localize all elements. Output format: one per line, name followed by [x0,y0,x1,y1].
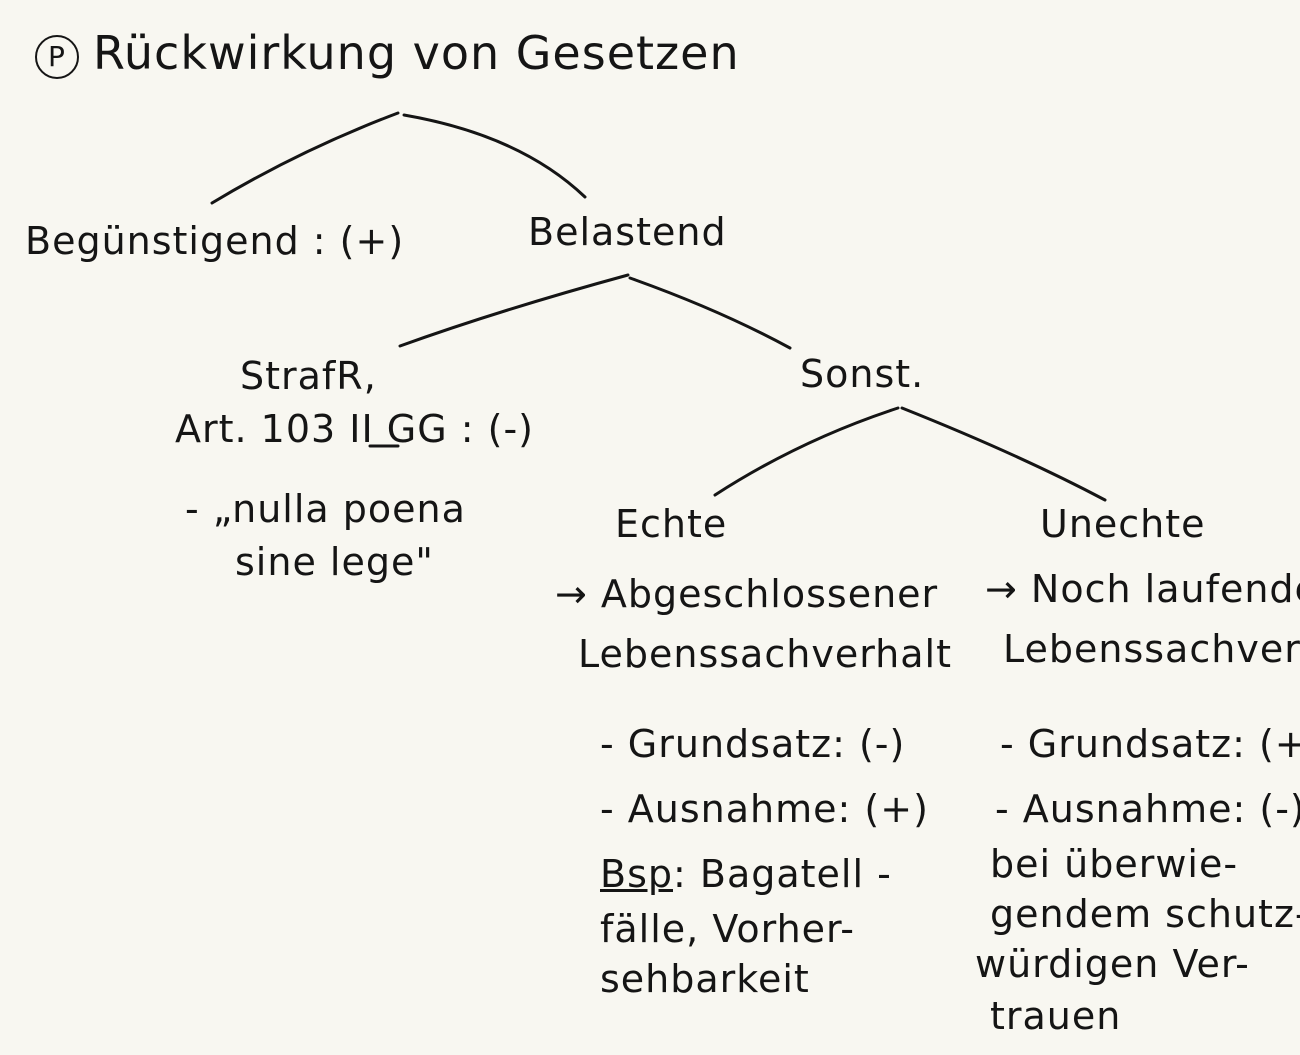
unechte-line-5: trauen [990,994,1122,1038]
edge-belastend-sonst [628,276,792,350]
unechte-line-4: würdigen Ver- [975,942,1250,986]
unechte-desc-1: → Noch laufender [985,567,1300,611]
node-unechte: Unechte [1040,502,1206,546]
edge-belastend-strafr [398,273,630,348]
unechte-line-2: bei überwie- [990,842,1239,886]
unechte-ausnahme: - Ausnahme: (-), [995,787,1300,831]
unechte-grundsatz: - Grundsatz: (+) [1000,722,1300,766]
strafr-note-2: sine lege" [235,540,434,584]
node-strafr: StrafR, [240,354,377,398]
edge-root-belastend [402,113,587,199]
p-circle-icon: P [35,34,79,79]
echte-bsp-3: sehbarkeit [600,957,810,1001]
node-sonst: Sonst. [800,352,925,396]
echte-bsp: Bsp: Bagatell - [600,855,892,893]
echte-ausnahme: - Ausnahme: (+) [600,787,929,831]
unechte-desc-2: Lebenssachverh. [1003,627,1300,671]
echte-desc-2: Lebenssachverhalt [578,632,952,676]
node-beguenstigend: Begünstigend : (+) [25,219,405,263]
title-text: Rückwirkung von Gesetzen [93,26,740,80]
echte-desc-1: → Abgeschlossener [555,572,939,616]
echte-bsp-2: fälle, Vorher- [600,907,855,951]
echte-grundsatz: - Grundsatz: (-) [600,722,906,766]
strafr-note-1: - „nulla poena [185,487,466,531]
bsp-text: : Bagatell - [673,852,892,896]
edge-sonst-echte [713,406,900,497]
edge-sonst-unechte [900,406,1107,502]
edge-root-beguenstigend [210,111,400,205]
node-strafr-article: Art. 103 II GG : (-) [175,407,534,451]
node-echte: Echte [615,502,728,546]
node-belastend: Belastend [528,210,727,254]
unechte-line-3: gendem schutz- [990,892,1300,936]
bsp-label: Bsp [600,852,673,896]
